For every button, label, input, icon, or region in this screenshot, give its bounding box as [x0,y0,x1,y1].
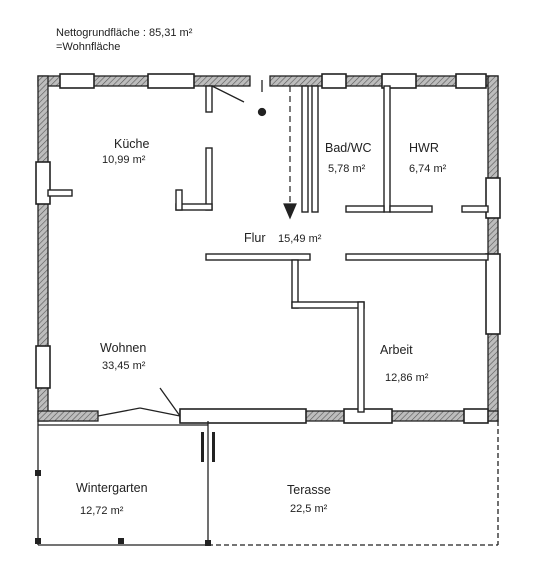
room-area: 6,74 m² [409,163,447,175]
room-terasse: Terasse 22,5 m² [287,483,331,515]
room-area: 22,5 m² [290,503,328,515]
room-area: 5,78 m² [328,163,366,175]
room-name: HWR [409,141,439,155]
annex-posts [35,432,215,546]
room-flur: Flur 15,49 m² [244,231,322,245]
room-name: Küche [114,137,149,151]
room-area: 12,72 m² [80,505,124,517]
room-name: Bad/WC [325,141,372,155]
stair-arrow [283,86,297,220]
room-area: 33,45 m² [102,360,146,372]
room-name: Wintergarten [76,481,148,495]
room-area: 12,86 m² [385,372,429,384]
room-bad: Bad/WC 5,78 m² [325,141,372,175]
room-wintergarten: Wintergarten 12,72 m² [76,481,148,517]
room-kueche: Küche 10,99 m² [102,137,149,166]
net-floor-area-label: Nettogrundfläche : 85,31 m² [56,27,193,39]
room-name: Arbeit [380,343,413,357]
living-area-label: =Wohnfläche [56,41,120,53]
room-name: Flur [244,231,266,245]
room-area: 15,49 m² [278,233,322,245]
room-wohnen: Wohnen 33,45 m² [100,341,146,372]
room-name: Wohnen [100,341,146,355]
interior-walls [47,85,489,413]
room-name: Terasse [287,483,331,497]
annex-outline [37,421,499,546]
doors [97,80,267,417]
room-hwr: HWR 6,74 m² [409,141,447,175]
room-area: 10,99 m² [102,154,146,166]
room-arbeit: Arbeit 12,86 m² [380,343,429,384]
